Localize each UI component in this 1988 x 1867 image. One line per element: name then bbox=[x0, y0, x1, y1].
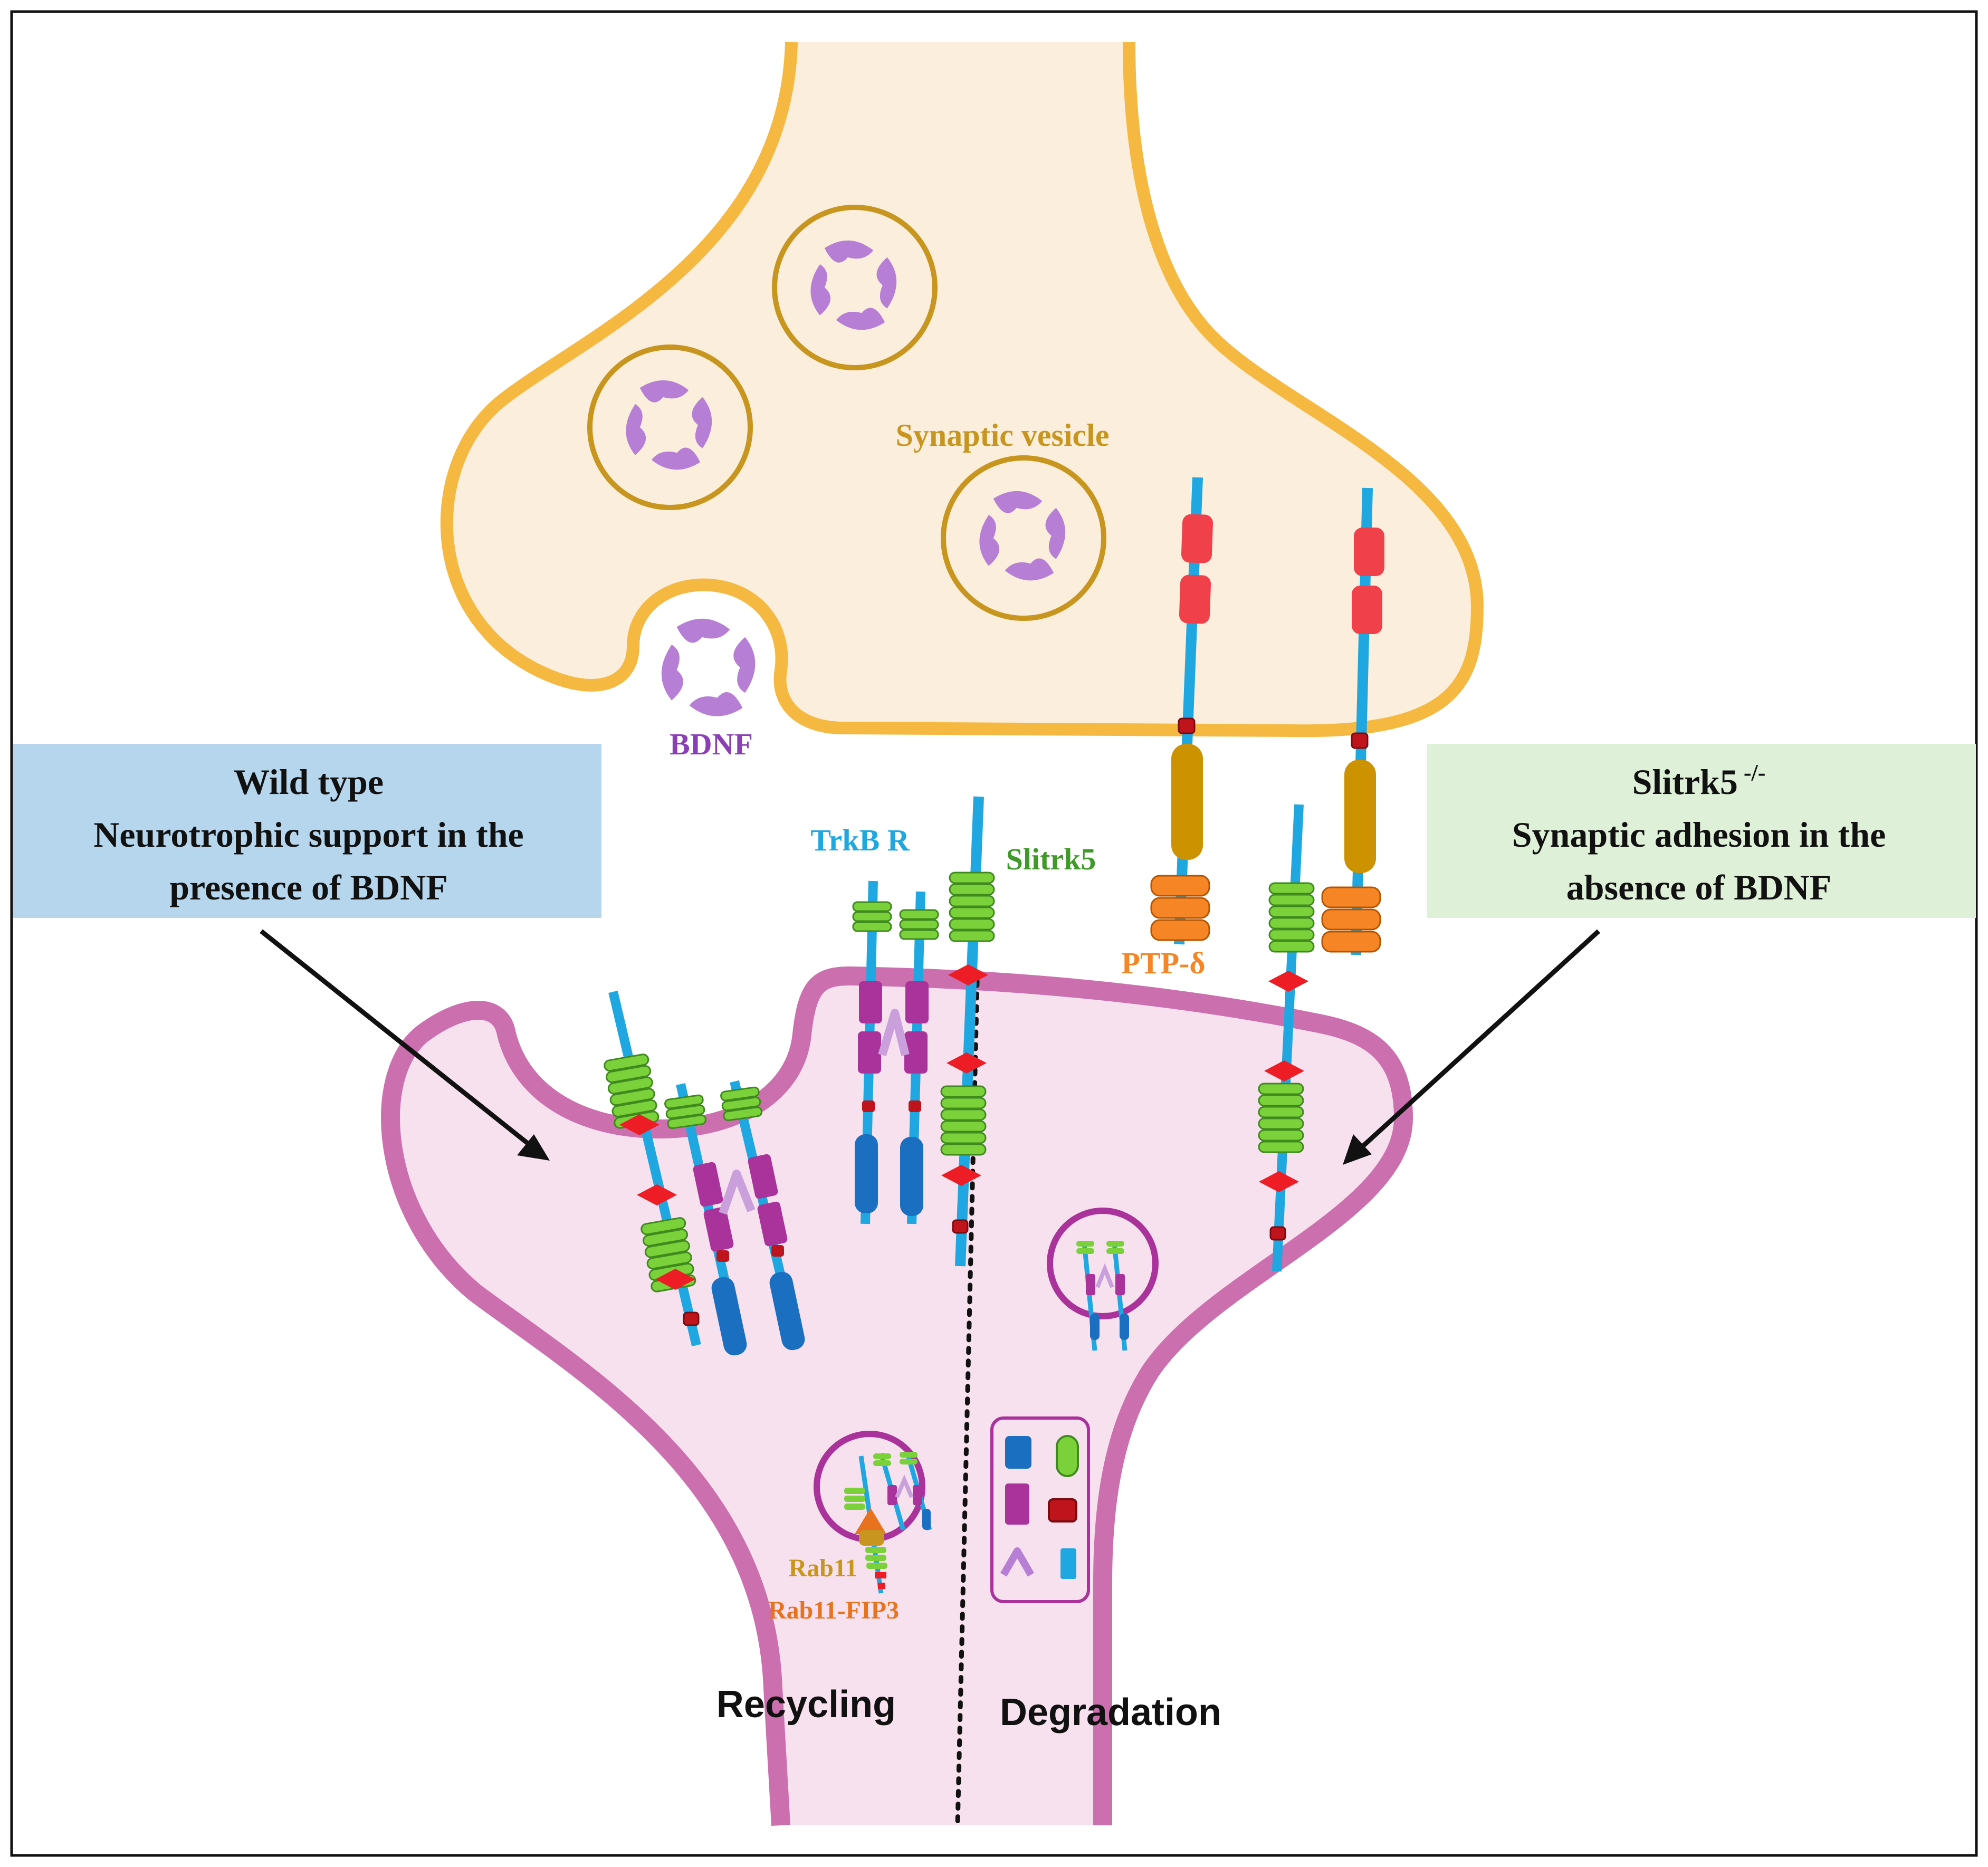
slitrk5-receptor-left bbox=[603, 990, 701, 1347]
wild-type-arrow bbox=[260, 929, 550, 1161]
figure-frame bbox=[10, 10, 1978, 1857]
degradation-label: Degradation bbox=[1000, 1691, 1221, 1734]
slitrk5-label: Slitrk5 bbox=[1006, 842, 1096, 876]
recycling-label: Recycling bbox=[716, 1683, 896, 1726]
wild-type-callout: Wild type Neurotrophic support in the pr… bbox=[13, 744, 601, 918]
recycling-endosome bbox=[814, 1431, 932, 1594]
wild-type-line3: presence of BDNF bbox=[169, 867, 448, 907]
knockout-title-sup: -/- bbox=[1738, 760, 1766, 786]
synaptic-vesicle-1 bbox=[772, 205, 938, 370]
bdnf-release bbox=[661, 618, 756, 716]
rab11-fip3-label: Rab11-FIP3 bbox=[768, 1596, 899, 1624]
synaptic-vesicle-3 bbox=[941, 455, 1106, 621]
presynaptic-terminal bbox=[440, 42, 1484, 738]
ptp-sigma-label: PTP-δ bbox=[1122, 946, 1206, 980]
postsynaptic-spine bbox=[381, 966, 1413, 1826]
ptp-sigma-receptor-2 bbox=[1321, 487, 1384, 955]
trkb-receptor-pair-upper bbox=[852, 880, 939, 1224]
degradation-lysosome bbox=[990, 1416, 1090, 1603]
rab11-label: Rab11 bbox=[789, 1554, 858, 1582]
trkb-receptor-pair-left bbox=[664, 1080, 805, 1356]
knockout-line2: Synaptic adhesion in the bbox=[1512, 815, 1886, 855]
synaptic-vesicle-2 bbox=[587, 344, 753, 510]
wild-type-line2: Neurotrophic support in the bbox=[93, 815, 523, 855]
knockout-line3: absence of BDNF bbox=[1566, 867, 1831, 907]
knockout-title: Slitrk5 -/- bbox=[1632, 760, 1766, 802]
synaptic-vesicle-label: Synaptic vesicle bbox=[896, 418, 1110, 453]
slitrk5-receptor-center bbox=[940, 796, 995, 1267]
bdnf-label: BDNF bbox=[670, 727, 753, 761]
slitrk5-knockout-callout: Slitrk5 -/- Synaptic adhesion in the abs… bbox=[1427, 744, 1976, 918]
slitrk5-receptor-right bbox=[1258, 804, 1315, 1272]
trkb-r-label: TrkB R bbox=[810, 823, 910, 857]
knockout-arrow bbox=[1343, 929, 1601, 1165]
endosome-degradation-upper bbox=[1047, 1208, 1159, 1351]
knockout-title-main: Slitrk5 bbox=[1632, 762, 1738, 802]
ptp-sigma-receptor-1 bbox=[1150, 477, 1213, 945]
wild-type-title: Wild type bbox=[234, 762, 384, 802]
